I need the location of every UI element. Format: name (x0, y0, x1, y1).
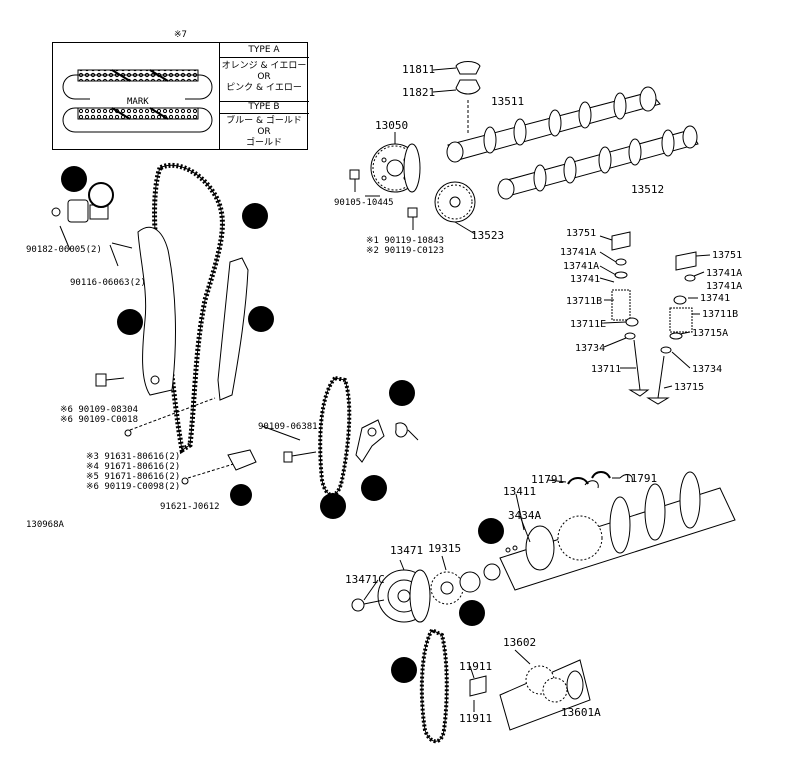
part-label: 11791 (624, 472, 658, 485)
part-label: ※5 91671-80616(2) (86, 472, 181, 482)
part-label: 13471C (345, 573, 385, 586)
tensioner-arm (355, 419, 419, 463)
crank-pulley (351, 563, 501, 623)
type-b-label: TYPE B (248, 102, 280, 112)
thrust-washers (567, 471, 611, 485)
part-label: 13711E (570, 319, 607, 330)
camshaft-13512 (497, 125, 699, 200)
type-a-label: TYPE A (248, 45, 280, 55)
type-a-color-2: ピンク & イエロー (226, 83, 302, 93)
callout-dot (117, 309, 143, 335)
part-label: ※6 90119-C0098(2) (86, 482, 181, 492)
inset-note: ※7 (174, 30, 187, 40)
part-label: 13711B (566, 296, 603, 307)
part-label: 11911 (459, 712, 493, 725)
cam-sprocket (434, 181, 476, 223)
inset-rule (219, 57, 309, 58)
part-label: 13512 (631, 183, 665, 196)
part-label: 13715 (674, 382, 705, 393)
type-b-or: OR (257, 127, 271, 137)
part-label: 90109-06381 (258, 422, 318, 432)
part-label: 13741 (570, 274, 601, 285)
inset-rule (219, 113, 309, 114)
chain-tensioner (51, 199, 133, 249)
type-b-color-1: ブルー & ゴールド (226, 116, 302, 126)
callout-dot (88, 182, 114, 208)
chain-mark-inset: TYPE A オレンジ & イエロー OR ピンク & イエロー TYPE B … (52, 42, 309, 150)
inset-divider (219, 43, 220, 149)
part-label: 13734 (692, 364, 723, 375)
part-label: ※4 91671-80616(2) (86, 462, 181, 472)
part-label: 13741A (563, 261, 600, 272)
callout-dot (391, 657, 417, 683)
type-b-color-2: ゴールド (245, 138, 282, 148)
part-label: 13715A (692, 328, 729, 339)
part-label: 13601A (561, 706, 601, 719)
part-label: ※6 90109-C0018 (60, 415, 138, 425)
type-a-or: OR (257, 72, 271, 82)
part-label: ※2 90119-C0123 (366, 246, 444, 256)
bearing-caps (455, 61, 481, 135)
part-label: 13741A (706, 281, 743, 292)
part-label: 11911 (459, 660, 493, 673)
part-label: 90105-10445 (334, 198, 394, 208)
part-label: 11811 (402, 63, 436, 76)
bolts (95, 169, 418, 485)
chain-guide-right (217, 257, 249, 401)
part-label: 13734 (575, 343, 606, 354)
part-label: 13511 (491, 95, 525, 108)
part-label: ※1 90119-10843 (366, 236, 444, 246)
crankshaft (499, 471, 736, 591)
figure-id: 130968A (26, 520, 64, 530)
inset-chain-drawing (62, 69, 213, 133)
vvt-gear (370, 143, 421, 193)
callout-dot (389, 380, 415, 406)
part-label: 90182-06005(2) (26, 245, 102, 255)
part-label: 11821 (402, 86, 436, 99)
part-label: 13741 (700, 293, 731, 304)
small-guide (227, 449, 257, 471)
part-label: 13602 (503, 636, 537, 649)
part-label: 3434A (508, 509, 542, 522)
oil-pump-chain (318, 375, 352, 497)
callout-dot (320, 493, 346, 519)
part-label: 13711 (591, 364, 622, 375)
leader-lines (59, 67, 711, 712)
callout-dot (61, 166, 87, 192)
part-label: 13050 (375, 119, 409, 132)
balance-shaft (469, 659, 591, 731)
callout-dot (242, 203, 268, 229)
valve-train-right (646, 251, 697, 405)
type-a-color-1: オレンジ & イエロー (221, 61, 307, 71)
callout-dot (230, 484, 252, 506)
callout-dot (248, 306, 274, 332)
chain-guide-left (137, 227, 176, 396)
part-label: 13751 (712, 250, 743, 261)
balance-chain (419, 627, 449, 744)
part-label: 13523 (471, 229, 505, 242)
part-label: 11791 (531, 473, 565, 486)
part-label: 13411 (503, 485, 537, 498)
part-label: 91621-J0612 (160, 502, 220, 512)
callout-dot (361, 475, 387, 501)
mark-label: MARK (127, 97, 149, 107)
part-label: 13711B (702, 309, 739, 320)
part-label: 19315 (428, 542, 462, 555)
valve-train-left (611, 231, 650, 397)
part-label: 13751 (566, 228, 597, 239)
camshaft-13511 (446, 86, 661, 163)
inset-rule (219, 101, 309, 102)
part-label: 13741A (560, 247, 597, 258)
part-label: ※6 90109-08304 (60, 405, 138, 415)
part-label: 90116-06063(2) (70, 278, 146, 288)
part-label: ※3 91631-80616(2) (86, 452, 181, 462)
callout-dot (459, 600, 485, 626)
part-label: 13741A (706, 268, 743, 279)
callout-dot (478, 518, 504, 544)
part-label: 13471 (390, 544, 424, 557)
